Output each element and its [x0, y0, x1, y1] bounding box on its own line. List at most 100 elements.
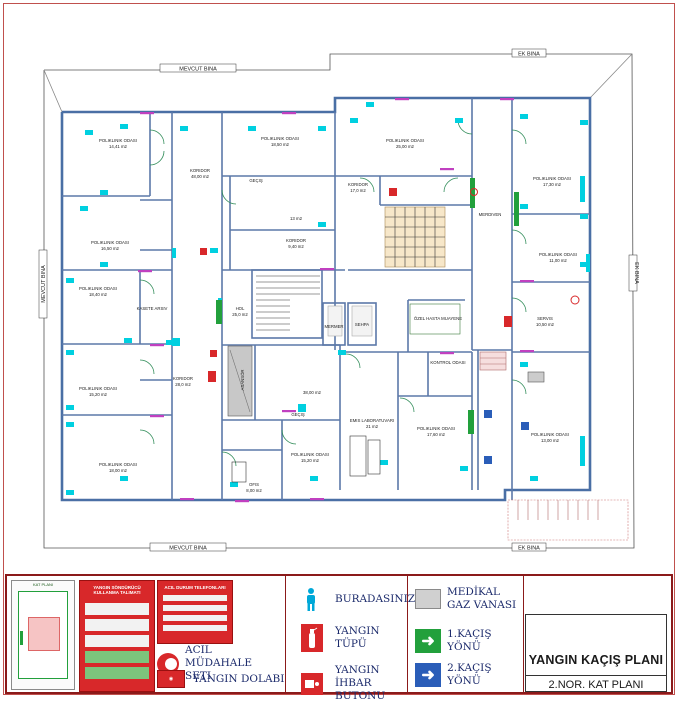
room-area: 8,00 m2 — [246, 488, 262, 493]
room-name: ÖZEL HASTA MUAYENE — [414, 316, 462, 321]
room-name: MERMER — [324, 324, 343, 329]
room-name: MERDIVEN — [479, 212, 502, 217]
room-name: EMIS LABORATUVARI — [350, 418, 394, 423]
emergency-phones-title: ACIL DURUM TELEFONLARI — [164, 585, 226, 590]
room-area: 16,50 m2 — [101, 246, 120, 251]
you-are-here-icon — [301, 586, 321, 612]
room-name: KORIDOR — [348, 182, 368, 187]
room-labels: POLIKLINIK ODASI 14,41 m2 POLIKLINIK ODA… — [79, 136, 577, 493]
room-area: 10,50 m2 — [536, 322, 555, 327]
minimap-marker — [20, 631, 23, 645]
door-tags — [138, 98, 534, 503]
room-area: 13 m2 — [290, 216, 303, 221]
room-name: POLIKLINIK ODASI — [79, 286, 117, 291]
legend-column-instructions: KAT PLANI YANGIN SÖNDÜRÜCÜ KULLANMA TALI… — [7, 576, 286, 692]
legend-exit-1-label: 1.KAÇIŞ YÖNÜ — [447, 628, 492, 653]
room-area: 9,40 m2 — [288, 244, 304, 249]
room-area: 17,0 m2 — [350, 188, 366, 193]
extinguisher-instructions-title: YANGIN SÖNDÜRÜCÜ KULLANMA TALIMATI — [93, 585, 141, 595]
room-area: 11,00 m2 — [549, 258, 567, 263]
room-area: 28,0 m2 — [175, 382, 191, 387]
plan-title: YANGIN KAÇIŞ PLANI — [528, 653, 664, 667]
room-name: HOL — [236, 306, 245, 311]
room-name: POLIKLINIK ODASI — [531, 432, 569, 437]
minimap: KAT PLANI — [11, 580, 75, 690]
room-area: 14,41 m2 — [109, 144, 128, 149]
legend-column-symbols: BURADASINIZ YANGIN TÜPÜ YANGIN İHBAR BUT… — [285, 576, 415, 702]
legend-first-aid-label: ACIL MÜDAHALE SETI — [185, 644, 252, 682]
legend-column-exits: MEDİKAL GAZ VANASI ➜ 1.KAÇIŞ YÖNÜ ➜ 2.KA… — [407, 576, 524, 692]
phone-row-4 — [163, 625, 227, 631]
room-area: 25,0 m2 — [232, 312, 248, 317]
page-frame — [3, 3, 675, 695]
room-area: 18,50 m2 — [271, 142, 290, 147]
legend-fire-cabinet-label: YANGIN DOLABI — [193, 672, 285, 685]
north-neighbor-label: MEVCUT BINA — [179, 67, 217, 73]
fixtures — [66, 102, 590, 495]
phone-row-2 — [163, 605, 227, 611]
extinguisher-instructions-panel: YANGIN SÖNDÜRÜCÜ KULLANMA TALIMATI — [79, 580, 155, 692]
room-name: SEHPA — [355, 322, 369, 327]
room-name: KONTROL ODASI — [430, 360, 465, 365]
room-area: 48,00 m2 — [191, 174, 210, 179]
room-name: POLIKLINIK ODASI — [386, 138, 424, 143]
legend-fire-cabinet: ◉ YANGIN DOLABI — [157, 670, 284, 688]
gas-valve-symbols — [527, 371, 545, 383]
room-name: SERVIS — [537, 316, 553, 321]
phone-row-1 — [163, 595, 227, 601]
room-name: POLIKLINIK ODASI — [291, 452, 329, 457]
floor-plan: MEVCUT BINA EK BINA MEVCUT BINA EK BINA … — [38, 48, 639, 552]
legend-exit-2: ➜ 2.KAÇIŞ YÖNÜ — [415, 662, 523, 688]
room-area: 38,00 m2 — [303, 390, 322, 395]
fire-hose-cabinet-icon: ◉ — [157, 670, 185, 688]
room-area: 17,60 m2 — [427, 432, 446, 437]
legend-gas-valve: MEDİKAL GAZ VANASI — [415, 586, 523, 612]
north-east-neighbor-label: EK BINA — [518, 52, 540, 58]
south-east-neighbor-label: EK BINA — [518, 546, 540, 552]
legend-exit-2-label: 2.KAÇIŞ YÖNÜ — [447, 662, 492, 687]
fire-alarm-button-icon — [301, 672, 323, 695]
first-aid-symbols — [470, 188, 580, 305]
room-name: ASANSÖR — [240, 369, 245, 390]
fire-extinguisher-symbols — [200, 188, 512, 382]
minimap-title: KAT PLANI — [32, 582, 54, 587]
legend-first-aid: ACIL MÜDAHALE SETI — [157, 644, 275, 683]
first-aid-icon — [157, 652, 179, 675]
emergency-phones-panel: ACIL DURUM TELEFONLARI — [157, 580, 233, 644]
room-name: GEÇIŞ — [249, 178, 263, 183]
room-name: POLIKLINIK ODASI — [99, 138, 137, 143]
legend-exit-1: ➜ 1.KAÇIŞ YÖNÜ — [415, 628, 523, 654]
room-name: OFIS — [249, 482, 259, 487]
legend-gas-valve-label: MEDİKAL GAZ VANASI — [447, 586, 517, 611]
room-area: 18,40 m2 — [89, 292, 108, 297]
legend-extinguisher: YANGIN TÜPÜ — [301, 624, 395, 652]
legend-you-are-here-label: BURADASINIZ — [335, 592, 416, 605]
room-name: KORIDOR — [173, 376, 193, 381]
room-name: POLIKLINIK ODASI — [261, 136, 299, 141]
instruction-step-5 — [85, 667, 149, 679]
room-area: 15,20 m2 — [89, 392, 108, 397]
legend-alarm-button: YANGIN İHBAR BUTONU — [301, 664, 413, 703]
legend-alarm-button-label: YANGIN İHBAR BUTONU — [335, 664, 386, 702]
instruction-step-3 — [85, 635, 149, 647]
instruction-step-4 — [85, 651, 149, 663]
exit-direction-signs — [172, 178, 529, 464]
room-name: POLIKLINIK ODASI — [539, 252, 577, 257]
neighbor-labels: MEVCUT BINA EK BINA MEVCUT BINA EK BINA … — [38, 48, 639, 552]
room-name: GEÇIŞ — [291, 412, 305, 417]
legend-extinguisher-label: YANGIN TÜPÜ — [335, 625, 380, 650]
room-name: POLIKLINIK ODASI — [417, 426, 455, 431]
room-name: KORIDOR — [286, 238, 306, 243]
exit-arrow-green-icon: ➜ — [415, 629, 442, 653]
outer-walls — [60, 96, 592, 502]
neighbor-boundaries — [43, 53, 635, 549]
stairs — [227, 206, 446, 417]
room-name: KASETE ARSIV — [137, 306, 168, 311]
phone-row-3 — [163, 615, 227, 621]
room-area: 15,20 m2 — [301, 458, 320, 463]
interior-walls — [62, 98, 590, 500]
plan-title-box: YANGIN KAÇIŞ PLANI 2.NOR. KAT PLANI — [525, 614, 667, 692]
room-area: 18,00 m2 — [109, 468, 128, 473]
east-neighbor-label: EK BINA — [633, 262, 639, 284]
doors — [139, 119, 527, 467]
